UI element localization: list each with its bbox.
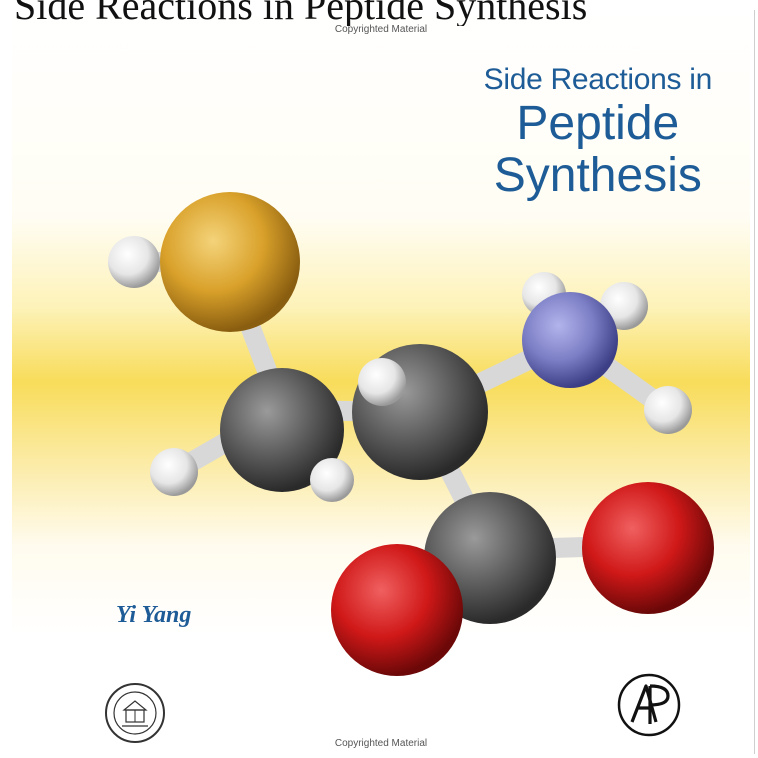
oxygen-atom [331, 544, 463, 676]
copyright-bottom: Copyrighted Material [334, 738, 428, 749]
hydrogen-atom [644, 386, 692, 434]
title-line-1: Side Reactions in [483, 63, 713, 96]
university-seal-icon [105, 683, 165, 743]
publisher-logo-icon [617, 673, 681, 737]
sulfur-atom [160, 192, 300, 332]
hydrogen-atom [358, 358, 406, 406]
book-cover[interactable]: Copyrighted Material Side Reactions in P… [12, 10, 750, 754]
page-heading: Side Reactions in Peptide Synthesis [14, 0, 588, 26]
title-line-3: Synthesis [493, 149, 702, 202]
hydrogen-atom [150, 448, 198, 496]
cover-edge [754, 10, 755, 754]
title-line-2: Peptide [516, 97, 680, 150]
oxygen-atom [582, 482, 714, 614]
copyright-top: Copyrighted Material [334, 24, 428, 35]
hydrogen-atom [108, 236, 160, 288]
author-name: Yi Yang [116, 602, 192, 628]
molecule-illustration [108, 192, 714, 676]
carbon-atom [220, 368, 344, 492]
hydrogen-atom [310, 458, 354, 502]
book-title: Side Reactions in Peptide Synthesis [483, 62, 713, 202]
nitrogen-atom [522, 292, 618, 388]
